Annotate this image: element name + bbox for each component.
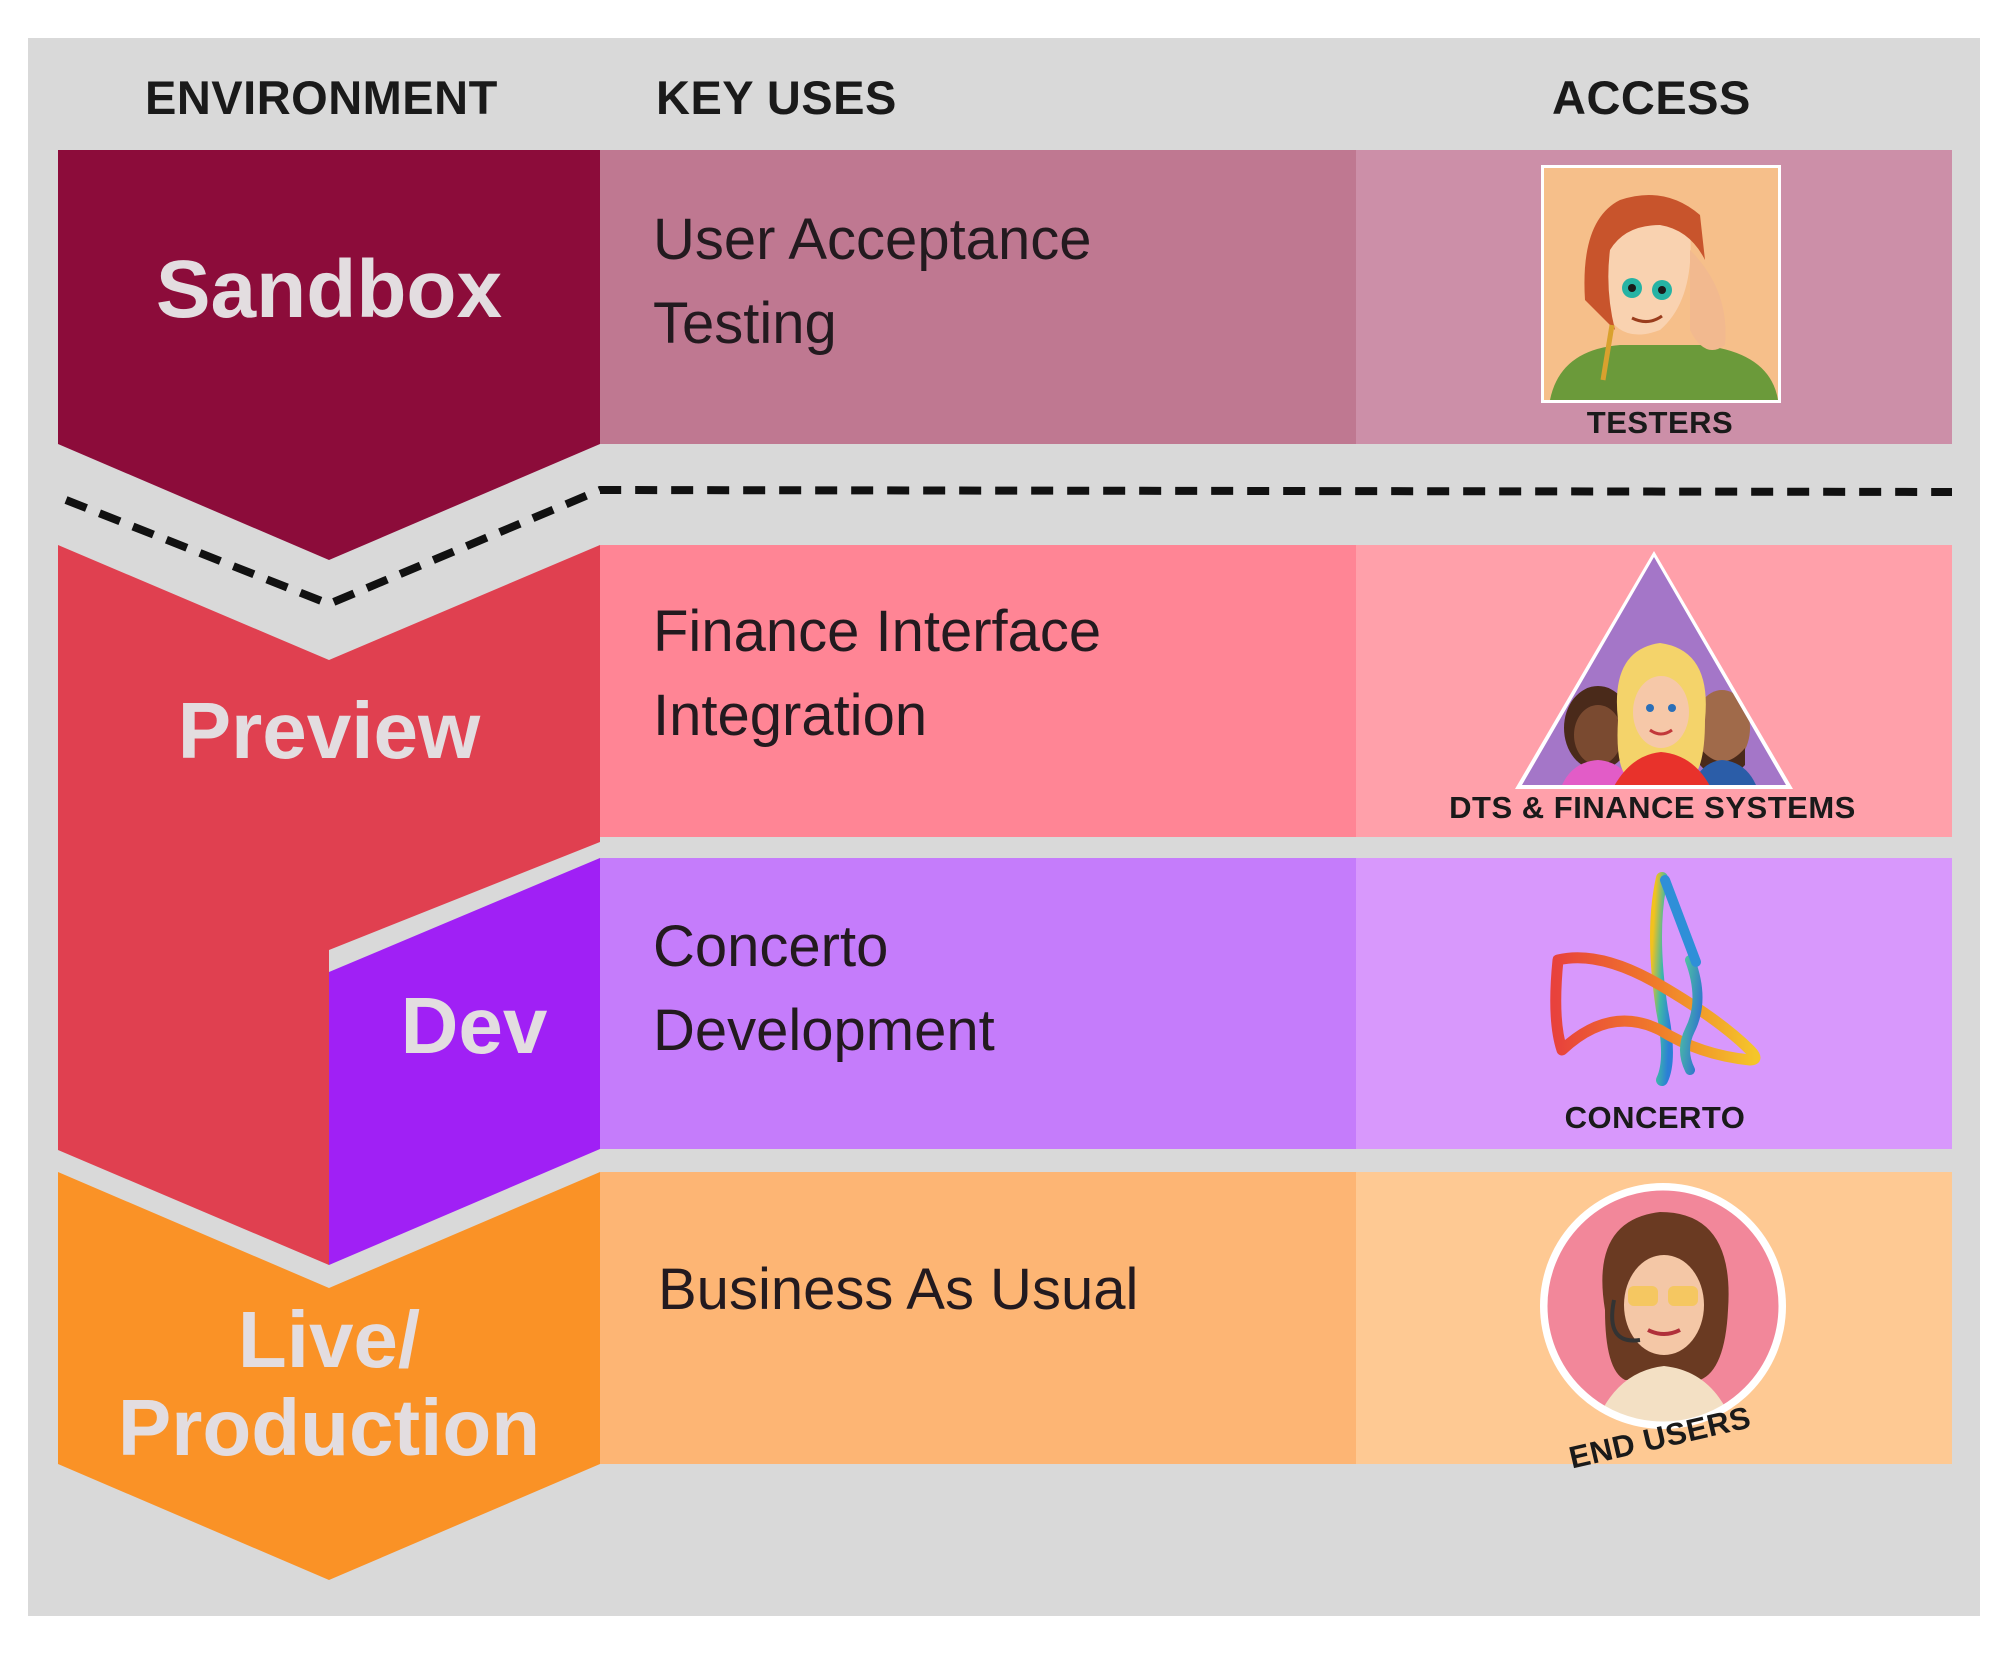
dev-uses-cell xyxy=(600,858,1356,1149)
end-user-headset-icon xyxy=(1540,1183,1786,1429)
preview-chevron xyxy=(58,545,600,1265)
header-key-uses: KEY USES xyxy=(656,71,897,124)
key-use-preview: Finance Interface Integration xyxy=(653,590,1101,758)
env-label-live: Live/ Production xyxy=(58,1296,600,1472)
key-use-live: Business As Usual xyxy=(658,1257,1139,1322)
env-label-dev: Dev xyxy=(400,981,548,1070)
access-caption-testers: TESTERS xyxy=(1586,405,1734,440)
tester-portrait-icon xyxy=(1541,165,1781,403)
header-access: ACCESS xyxy=(1552,71,1751,124)
header-environment: ENVIRONMENT xyxy=(145,71,498,124)
key-use-preview-line1: Finance Interface xyxy=(653,599,1102,664)
key-use-sandbox: User Acceptance Testing xyxy=(653,198,1091,366)
live-chevron xyxy=(58,1172,600,1580)
sandbox-uses-cell xyxy=(600,150,1356,444)
key-use-dev-line1: Concerto xyxy=(653,914,889,979)
key-use-dev: Concerto Development xyxy=(653,905,995,1073)
dev-chevron xyxy=(329,858,600,1265)
access-caption-concerto: CONCERTO xyxy=(1564,1100,1746,1135)
key-use-preview-line2: Integration xyxy=(653,683,928,748)
env-label-live-line1: Live/ xyxy=(237,1295,421,1384)
sandbox-chevron xyxy=(58,150,600,560)
live-uses-cell xyxy=(600,1172,1356,1464)
env-label-preview: Preview xyxy=(177,686,481,775)
preview-uses-cell xyxy=(600,545,1356,837)
env-label-live-line2: Production xyxy=(117,1383,541,1472)
env-label-sandbox: Sandbox xyxy=(155,244,503,335)
key-use-sandbox-line1: User Acceptance xyxy=(653,207,1092,272)
access-caption-dts-finance: DTS & FINANCE SYSTEMS xyxy=(1449,790,1856,825)
key-use-dev-line2: Development xyxy=(653,998,995,1063)
key-use-sandbox-line2: Testing xyxy=(653,291,837,356)
concerto-logo-icon xyxy=(1550,872,1761,1086)
